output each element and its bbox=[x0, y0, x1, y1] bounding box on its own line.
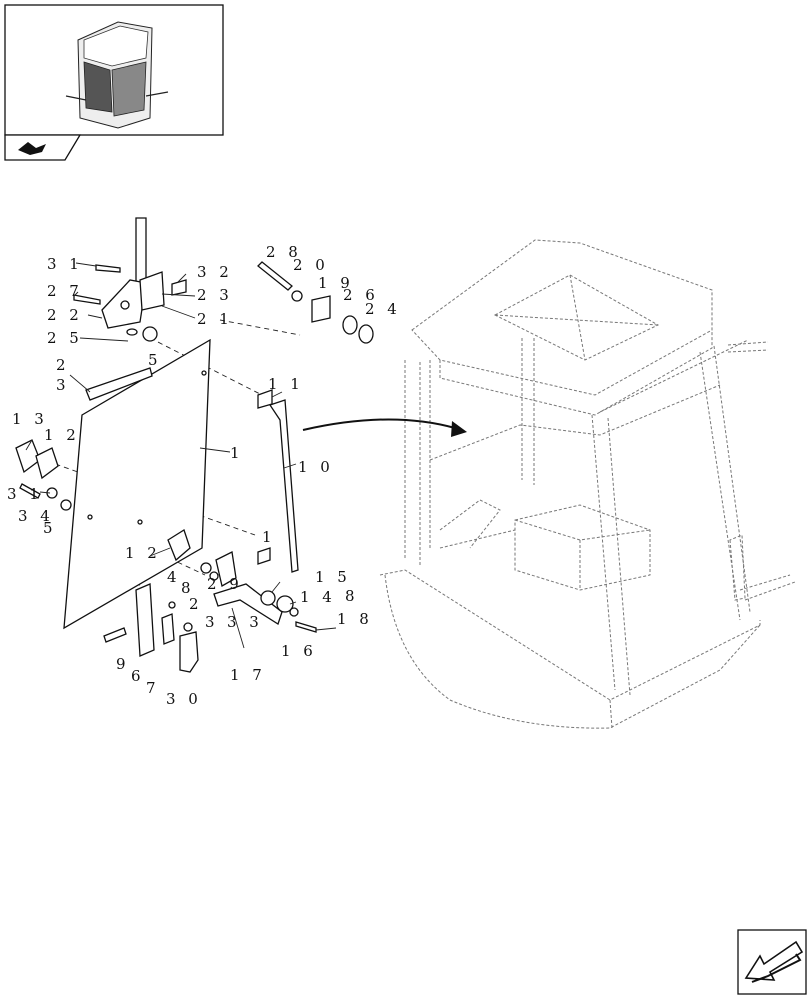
bushing bbox=[60, 499, 72, 511]
glass-hole bbox=[137, 519, 143, 525]
part-labels: 3 1 3 2 2 7 2 3 2 2 2 1 2 5 5 2 8 2 0 1 … bbox=[7, 243, 401, 708]
knob bbox=[311, 295, 331, 323]
part-label: 1 7 bbox=[230, 666, 266, 684]
part-label: 2 5 bbox=[47, 329, 83, 347]
part-label: 3 3 bbox=[227, 613, 263, 631]
part-label: 7 bbox=[146, 679, 160, 697]
part-label: 1 1 bbox=[268, 375, 304, 393]
part-label: 2 6 bbox=[343, 286, 379, 304]
part-label: 2 9 bbox=[207, 575, 243, 593]
part-label: 1 8 bbox=[337, 610, 373, 628]
latch-housing bbox=[215, 551, 237, 587]
part-label: 2 0 bbox=[293, 256, 329, 274]
latch-handle bbox=[213, 583, 283, 625]
pin bbox=[103, 627, 127, 643]
part-label: 1 bbox=[230, 444, 244, 462]
leader-lines bbox=[25, 262, 337, 649]
part-label: 2 bbox=[56, 356, 70, 374]
part-label: 8 bbox=[181, 579, 195, 597]
part-label: 1 3 bbox=[12, 410, 48, 428]
screw bbox=[295, 621, 317, 633]
spacer-plate bbox=[161, 613, 175, 645]
part-label: 9 bbox=[116, 655, 130, 673]
section-tab-icon[interactable] bbox=[4, 134, 82, 161]
latch-clip bbox=[257, 547, 271, 565]
part-label: 3 bbox=[205, 613, 219, 631]
window-glass-panel bbox=[63, 338, 211, 630]
hinge-leaf bbox=[139, 271, 165, 311]
machine-cab-thumbnail[interactable] bbox=[4, 4, 224, 136]
latch-clip bbox=[257, 389, 273, 409]
part-label: 2 8 bbox=[266, 243, 302, 261]
latch-catch bbox=[179, 631, 199, 673]
latch-gasket bbox=[167, 529, 191, 562]
part-label: 2 3 bbox=[197, 286, 233, 304]
washer bbox=[183, 622, 193, 632]
bracket-hole bbox=[120, 300, 130, 310]
part-label: 2 4 bbox=[365, 300, 401, 318]
nut bbox=[200, 562, 212, 574]
part-label: 2 7 bbox=[47, 282, 83, 300]
bushing bbox=[142, 326, 158, 342]
screw bbox=[95, 264, 121, 273]
part-label: 3 2 bbox=[197, 263, 233, 281]
cab-frame-ghost bbox=[379, 239, 796, 729]
stop-block bbox=[171, 279, 187, 296]
part-label: 3 bbox=[56, 376, 70, 394]
part-label: 1 9 bbox=[318, 274, 354, 292]
part-label: 1 2 bbox=[125, 544, 161, 562]
part-label: 3 0 bbox=[166, 690, 202, 708]
part-label: 2 1 bbox=[197, 310, 233, 328]
part-label: 1 6 bbox=[281, 642, 317, 660]
part-label: 3 4 bbox=[18, 507, 54, 525]
screw bbox=[73, 294, 101, 305]
next-page-arrow-icon[interactable] bbox=[737, 929, 807, 995]
gasket bbox=[35, 447, 59, 480]
part-label: 3 1 bbox=[7, 485, 43, 503]
part-label: 1 0 bbox=[298, 458, 334, 476]
latch-knob bbox=[276, 595, 294, 613]
part-label: 2 2 bbox=[47, 306, 83, 324]
part-label: 4 bbox=[167, 568, 181, 586]
nut bbox=[289, 607, 299, 617]
seal-strip bbox=[85, 367, 153, 401]
part-label: 5 bbox=[148, 351, 162, 369]
strike-plate bbox=[135, 583, 155, 657]
glass-hole bbox=[87, 514, 93, 520]
washer bbox=[342, 315, 358, 335]
part-label: 5 bbox=[43, 519, 57, 537]
part-label: 1 2 bbox=[44, 426, 80, 444]
glass-hole bbox=[201, 370, 207, 376]
part-label: 8 bbox=[345, 587, 359, 605]
direction-arrow bbox=[302, 418, 467, 437]
washer bbox=[260, 590, 276, 606]
latch-rod bbox=[268, 399, 299, 573]
latch-pin bbox=[257, 261, 293, 291]
part-label: 2 bbox=[189, 595, 203, 613]
part-label: 1 bbox=[262, 528, 276, 546]
washer bbox=[209, 571, 219, 581]
screw bbox=[168, 601, 176, 609]
washer bbox=[126, 328, 138, 336]
part-label: 6 bbox=[131, 667, 145, 685]
part-label: 1 5 bbox=[315, 568, 351, 586]
part-label: 1 4 bbox=[300, 588, 336, 606]
washer bbox=[291, 290, 303, 302]
nut bbox=[358, 324, 374, 344]
part-label: 3 1 bbox=[47, 255, 83, 273]
screw bbox=[19, 483, 41, 499]
